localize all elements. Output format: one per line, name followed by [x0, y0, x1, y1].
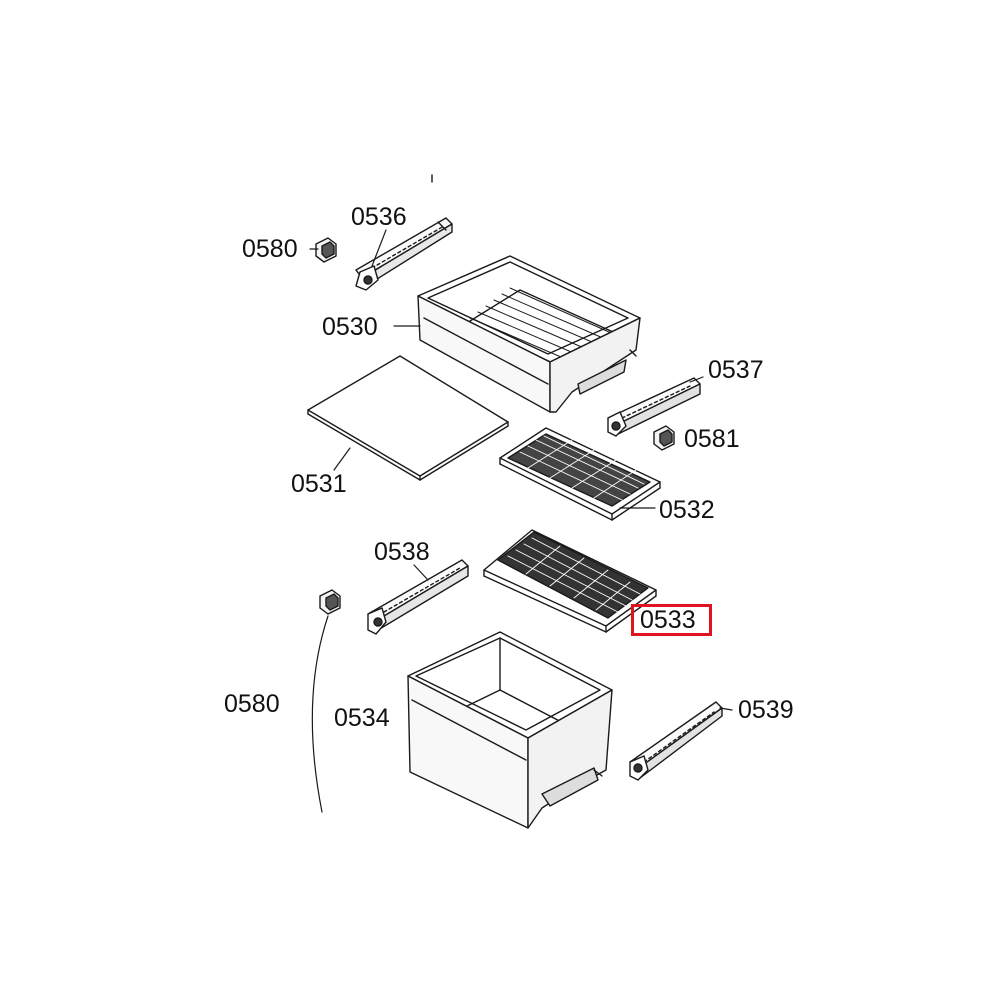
part-0530-upper-drawer[interactable]: [418, 256, 640, 412]
callout-0533[interactable]: 0533: [640, 606, 696, 634]
part-0534-lower-drawer[interactable]: [408, 632, 612, 828]
part-0537-rail[interactable]: [608, 378, 700, 436]
part-0581-clip[interactable]: [654, 426, 674, 450]
leader-0536: [371, 229, 387, 267]
callout-0532[interactable]: 0532: [659, 496, 715, 524]
callout-0536[interactable]: 0536: [351, 203, 407, 231]
callout-0531[interactable]: 0531: [291, 470, 347, 498]
callout-0580-lower[interactable]: 0580: [224, 690, 280, 718]
leader-0580b: [311, 615, 329, 813]
callout-0537[interactable]: 0537: [708, 356, 764, 384]
callout-0539[interactable]: 0539: [738, 696, 794, 724]
part-0538-rail[interactable]: [368, 560, 468, 634]
part-0580-clip-top[interactable]: [316, 238, 336, 262]
leader-0531: [333, 447, 351, 471]
callout-0580-top[interactable]: 0580: [242, 235, 298, 263]
leader-0537: [689, 376, 704, 383]
part-0536-rail[interactable]: [356, 218, 452, 290]
leader-0539: [719, 707, 733, 711]
part-0539-rail[interactable]: [630, 702, 722, 780]
highlight-box-0533: [631, 604, 712, 636]
part-0580-clip-lower[interactable]: [320, 590, 340, 614]
callout-0530[interactable]: 0530: [322, 313, 378, 341]
callout-0581[interactable]: 0581: [684, 425, 740, 453]
part-0531-glass-shelf[interactable]: [308, 356, 508, 480]
leader-lines: [309, 229, 733, 813]
part-0533-grille[interactable]: [484, 530, 656, 632]
callout-0534[interactable]: 0534: [334, 704, 390, 732]
part-0532-grille[interactable]: [500, 428, 660, 520]
leader-0538: [413, 564, 429, 581]
callout-0538[interactable]: 0538: [374, 538, 430, 566]
